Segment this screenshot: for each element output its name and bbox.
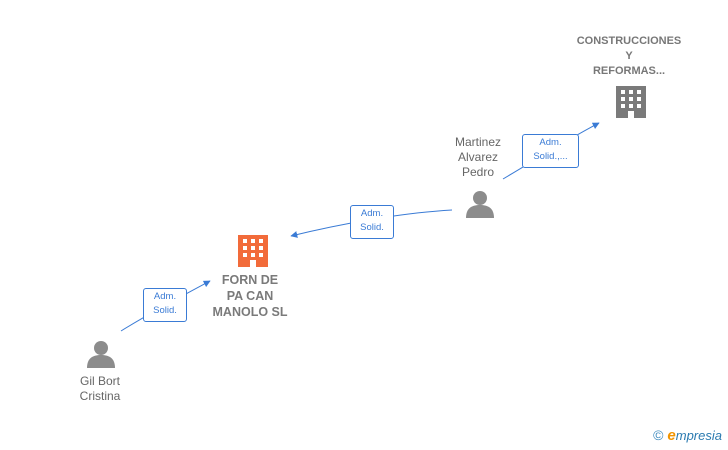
edge-label-gil-forn: Adm. Solid. [143,288,187,322]
company-name-construcciones[interactable]: CONSTRUCCIONES Y REFORMAS... [576,35,682,77]
building-icon[interactable] [238,235,268,267]
brand-logo: ©empresia [653,427,722,444]
copyright-icon: © [653,427,664,443]
brand-initial: e [667,427,676,444]
company-name-forn[interactable]: FORN DE PA CAN MANOLO SL [212,273,288,319]
person-name-gil[interactable]: Gil Bort Cristina [79,374,121,403]
edge-label-martinez-construcciones: Adm. Solid.,... [522,134,579,168]
edge-label-martinez-forn: Adm. Solid. [350,205,394,239]
person-name-martinez[interactable]: Martinez Alvarez Pedro [454,135,501,179]
brand-name: mpresia [675,428,722,443]
person-icon[interactable] [87,341,115,368]
person-icon[interactable] [466,191,494,218]
building-icon[interactable] [616,86,646,118]
